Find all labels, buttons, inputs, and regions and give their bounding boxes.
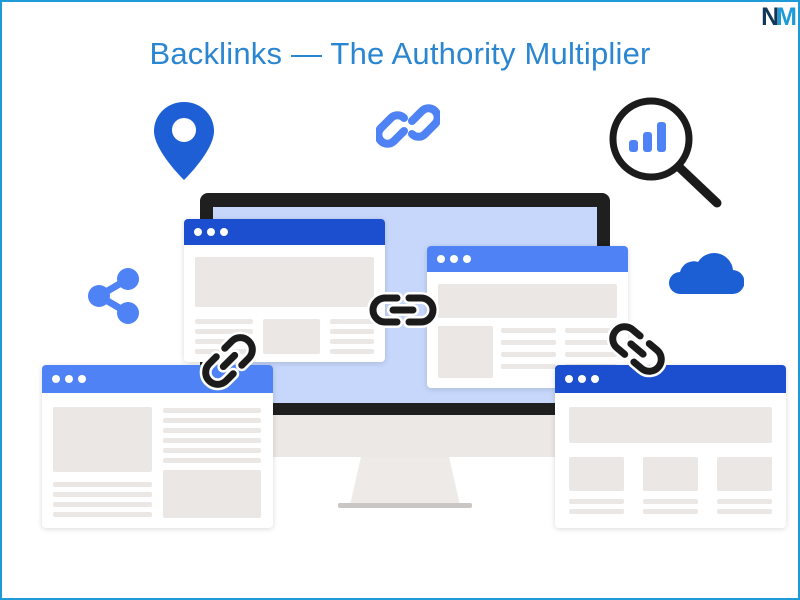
monitor-stand bbox=[350, 457, 460, 505]
browser-window bbox=[42, 365, 273, 528]
share-icon bbox=[88, 268, 139, 324]
chain-link-icon bbox=[606, 320, 668, 378]
browser-window bbox=[555, 365, 786, 528]
browser-window bbox=[427, 246, 628, 388]
monitor-chin bbox=[262, 415, 562, 457]
chain-link-icon bbox=[199, 331, 259, 391]
cloud-icon bbox=[669, 253, 744, 295]
page-title: Backlinks — The Authority Multiplier bbox=[149, 36, 651, 71]
browser-window bbox=[184, 219, 385, 362]
link-icon bbox=[376, 104, 440, 148]
chain-link-icon bbox=[367, 292, 439, 328]
monitor-base bbox=[338, 503, 472, 508]
brand-logo: NM bbox=[761, 3, 797, 31]
map-pin-icon bbox=[154, 102, 214, 180]
magnifier-chart-icon bbox=[609, 97, 722, 208]
